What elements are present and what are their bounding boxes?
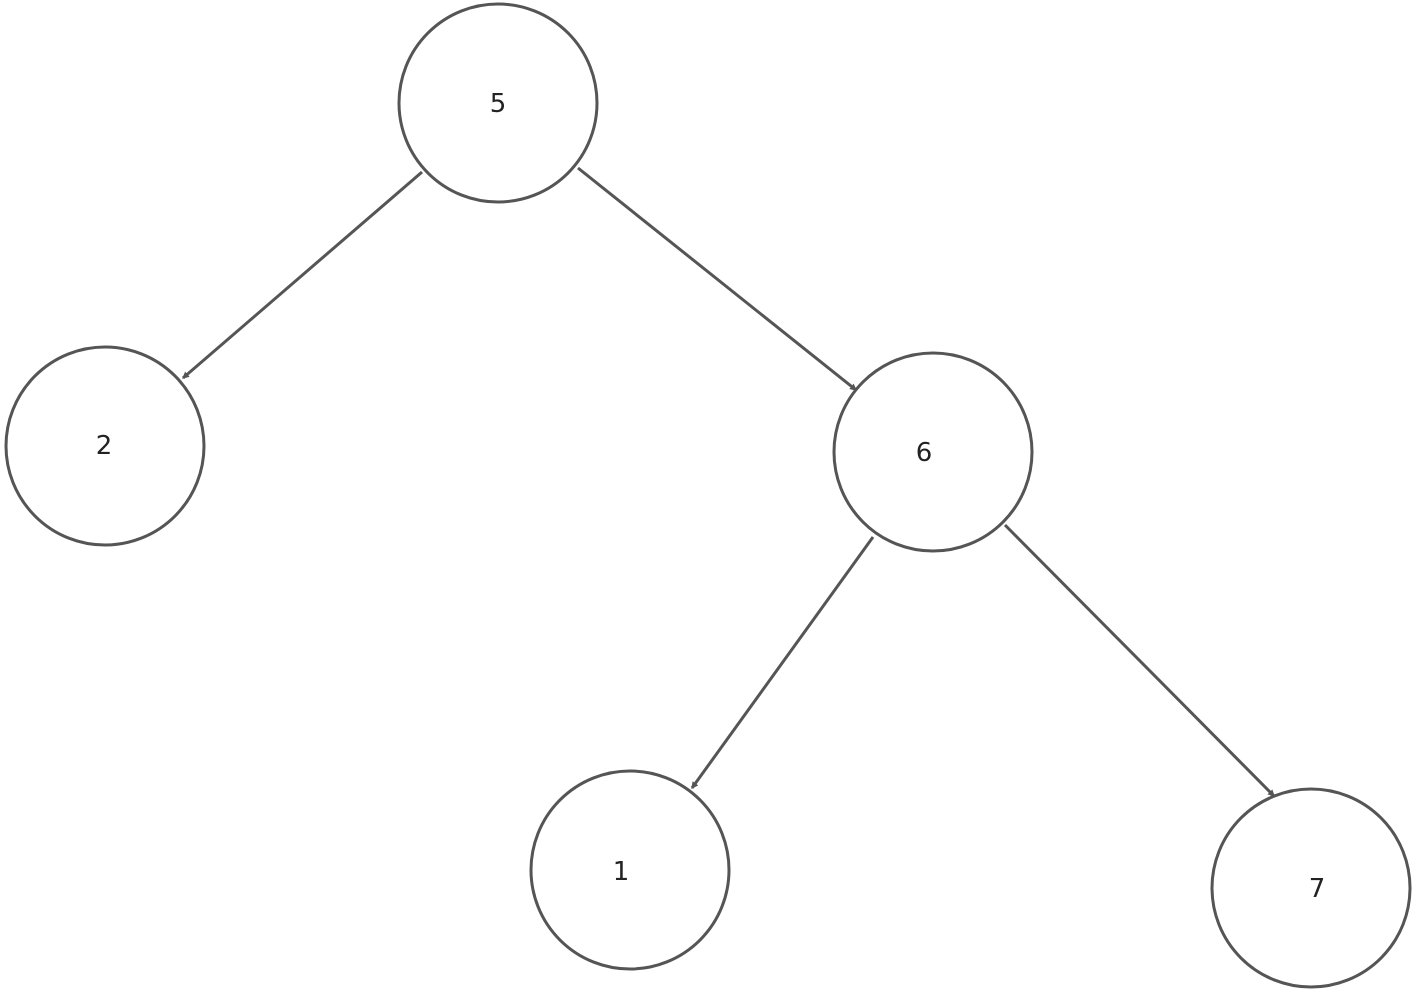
edge-6-to-7 xyxy=(1003,523,1276,798)
edge-5-to-6 xyxy=(577,166,857,392)
node-6: 6 xyxy=(832,351,1034,553)
node-1-label: 1 xyxy=(613,857,630,887)
node-6-label: 6 xyxy=(916,438,933,468)
node-2-label: 2 xyxy=(96,431,113,461)
edge-5-to-2 xyxy=(182,170,423,380)
node-1: 1 xyxy=(529,769,731,971)
edge-6-to-1 xyxy=(690,536,875,789)
node-2: 2 xyxy=(4,345,206,547)
node-5: 5 xyxy=(397,2,599,204)
node-5-label: 5 xyxy=(490,89,507,119)
node-7: 7 xyxy=(1210,787,1412,989)
node-7-label: 7 xyxy=(1309,874,1326,904)
